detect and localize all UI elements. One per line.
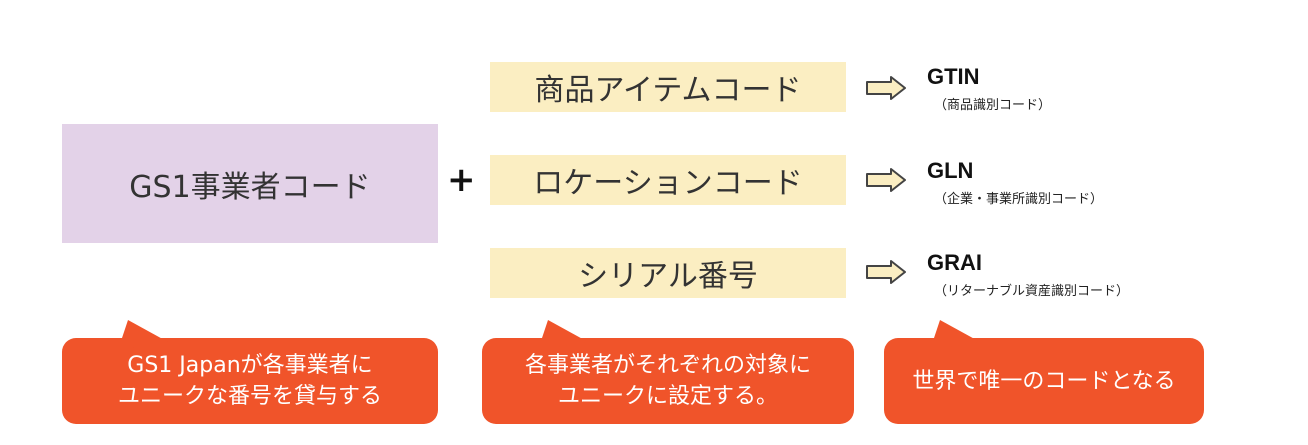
callout-each-company [482, 320, 854, 424]
callout-gs1-japan-text: GS1 Japanが各事業者に ユニークな番号を貸与する [117, 353, 382, 409]
grai-description: （リターナブル資産識別コード） [934, 284, 1130, 299]
gtin-description: （商品識別コード） [934, 98, 1052, 113]
callout-unique-worldwide-text: 世界で唯一のコードとなる [912, 368, 1176, 394]
right-arrow-icon [866, 168, 906, 192]
serial-number-box: シリアル番号 [490, 248, 846, 298]
item-code-box: 商品アイテムコード [490, 62, 846, 112]
callout-each-company-text: 各事業者がそれぞれの対象に ユニークに設定する。 [524, 353, 811, 409]
gs1-company-prefix-box: GS1事業者コード [62, 124, 438, 243]
serial-number-label: シリアル番号 [578, 259, 758, 294]
gln-description: （企業・事業所識別コード） [934, 192, 1104, 207]
callout-unique-worldwide [884, 320, 1204, 424]
plus-operator: + [447, 160, 476, 200]
callout-gs1-japan [62, 320, 438, 424]
location-code-label: ロケーションコード [533, 166, 803, 201]
right-arrow-icon [866, 260, 906, 284]
grai-key: GRAI [927, 250, 982, 275]
location-code-box: ロケーションコード [490, 155, 846, 205]
gtin-key: GTIN [927, 64, 980, 89]
item-code-label: 商品アイテムコード [534, 73, 802, 108]
right-arrow-icon [866, 76, 906, 100]
gln-key: GLN [927, 158, 974, 183]
gs1-company-prefix-label: GS1事業者コード [129, 169, 371, 205]
